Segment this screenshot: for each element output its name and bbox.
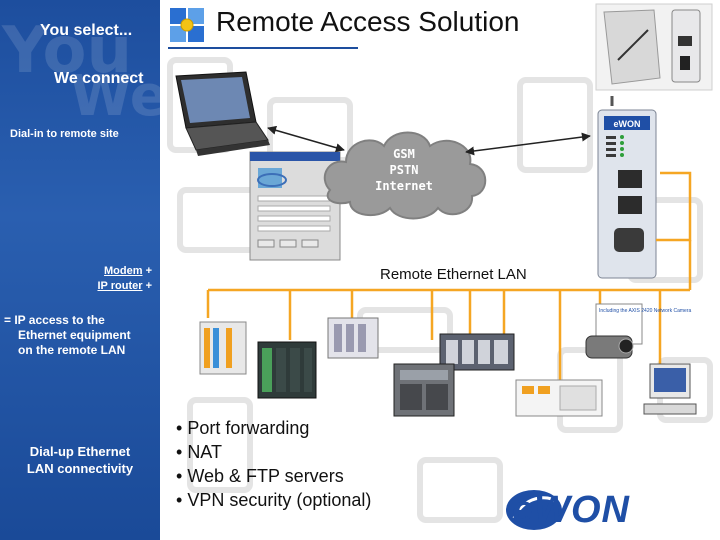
laptop-icon bbox=[175, 71, 270, 156]
dialup-label: Dial-up Ethernet LAN connectivity bbox=[6, 443, 154, 477]
ip-access-line: = IP access to the bbox=[4, 313, 105, 327]
dialup-line: LAN connectivity bbox=[26, 461, 134, 476]
ewon-logo: eWON bbox=[506, 489, 631, 531]
ip-access-line: Ethernet equipment bbox=[18, 328, 131, 342]
ewon-photo-icon bbox=[595, 3, 713, 91]
cloud-label: GSM PSTN Internet bbox=[356, 146, 452, 194]
title-underline bbox=[168, 47, 358, 49]
pc-monitor-icon bbox=[643, 363, 697, 415]
plc-omron-icon bbox=[439, 333, 515, 371]
lan-label: Remote Ethernet LAN bbox=[380, 266, 527, 283]
plc-white-icon bbox=[515, 379, 603, 417]
plc-siemens-icon bbox=[257, 341, 317, 399]
plus-sign: + bbox=[142, 280, 152, 292]
cloud-shape bbox=[323, 131, 487, 220]
cloud-line-internet: Internet bbox=[375, 179, 433, 193]
brand-you-select: You select... bbox=[40, 22, 133, 39]
ip-access-text: = IP access to the Ethernet equipment on… bbox=[4, 313, 131, 358]
page-title: Remote Access Solution bbox=[216, 6, 520, 37]
feature-item: Port forwarding bbox=[176, 416, 371, 440]
camera-card-text: Including the AXIS 2420 Network Camera bbox=[599, 308, 691, 314]
plc-gray-icon bbox=[393, 363, 455, 417]
brand-we-connect: We connect bbox=[54, 70, 144, 87]
ip-access-line: on the remote LAN bbox=[18, 343, 126, 357]
dialin-label: Dial-in to remote site bbox=[10, 128, 119, 140]
feature-item: NAT bbox=[176, 440, 371, 464]
modem-line: Modem + bbox=[104, 265, 152, 277]
dialup-window bbox=[249, 151, 341, 261]
feature-list: Port forwarding NAT Web & FTP servers VP… bbox=[176, 416, 371, 512]
feature-item: Web & FTP servers bbox=[176, 464, 371, 488]
laptop-cloud-arrow bbox=[267, 125, 345, 153]
dialup-line: Dial-up Ethernet bbox=[29, 444, 131, 459]
ip-router-line: IP router + bbox=[97, 280, 152, 292]
ewon-logo-text: eWON bbox=[512, 489, 631, 531]
title-grid-icon bbox=[170, 8, 204, 42]
lan-bus bbox=[206, 171, 692, 380]
terminal-block-icon bbox=[199, 321, 247, 375]
left-panel: You We You select... We connect Dial-in … bbox=[0, 0, 160, 540]
cloud-line-pstn: PSTN bbox=[389, 163, 419, 177]
plus-sign: + bbox=[142, 265, 152, 277]
cloud-ewon-arrow bbox=[465, 132, 591, 156]
network-camera-icon bbox=[585, 303, 643, 359]
ewon-device-icon bbox=[597, 96, 657, 279]
watermark-you: You bbox=[2, 14, 132, 88]
plc-rack-icon bbox=[327, 317, 379, 359]
watermark-we: We bbox=[70, 64, 160, 129]
ip-router-link[interactable]: IP router bbox=[97, 280, 143, 292]
modem-link[interactable]: Modem bbox=[104, 265, 143, 277]
cloud-line-gsm: GSM bbox=[393, 147, 415, 161]
ewon-badge: eWON bbox=[614, 119, 641, 129]
feature-item: VPN security (optional) bbox=[176, 488, 371, 512]
